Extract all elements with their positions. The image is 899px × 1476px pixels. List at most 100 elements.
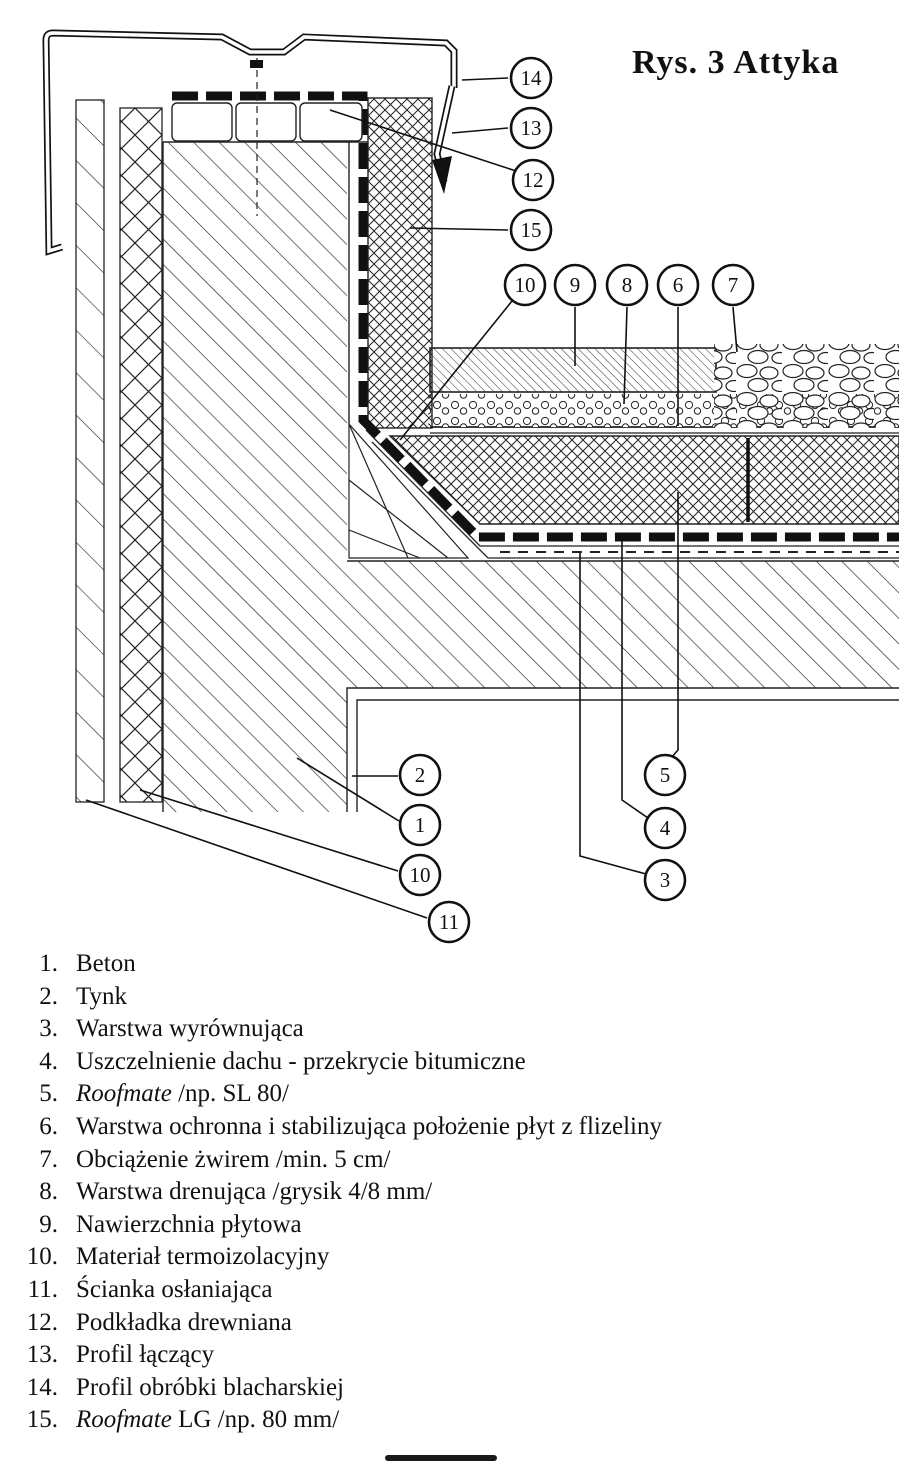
callout-number: 7 <box>728 273 739 297</box>
legend-item-number: 4. <box>39 1047 58 1075</box>
legend-item-number: 8. <box>39 1178 58 1206</box>
legend-item: 8. Warstwa drenująca /grysik 4/8 mm/ <box>0 1176 899 1209</box>
callout-circle <box>656 263 700 307</box>
callout-12: 12 <box>511 158 555 202</box>
legend-item-number: 12. <box>26 1308 58 1336</box>
callout-number: 2 <box>415 763 426 787</box>
legend-item-label: Roofmate LG /np. 80 mm/ <box>76 1406 340 1434</box>
legend-item-label: Obciążenie żwirem /min. 5 cm/ <box>76 1145 391 1173</box>
paving-slabs <box>429 347 717 393</box>
legend-item-label: Warstwa drenująca /grysik 4/8 mm/ <box>76 1178 433 1206</box>
legend-item: 14. Profil obróbki blacharskiej <box>0 1372 899 1405</box>
legend-item-label: Tynk <box>76 982 128 1010</box>
legend-item: 4. Uszczelnienie dachu - przekrycie bitu… <box>0 1046 899 1079</box>
legend-item-number: 1. <box>39 950 58 977</box>
wood-blocking <box>171 102 363 142</box>
callout-circle <box>398 803 442 847</box>
callout-circle <box>511 158 555 202</box>
callout-circle <box>553 263 597 307</box>
callout-13: 13 <box>509 106 553 150</box>
callout-2: 2 <box>398 753 442 797</box>
callout-4: 4 <box>643 806 687 850</box>
legend-item: 10. Materiał termoizolacyjny <box>0 1241 899 1274</box>
legend-item: 6. Warstwa ochronna i stabilizująca poło… <box>0 1111 899 1144</box>
legend-item-number: 13. <box>26 1341 58 1369</box>
callout-3: 3 <box>643 858 687 902</box>
callout-circle <box>398 753 442 797</box>
bituminous-membrane <box>172 91 899 542</box>
callout-number: 3 <box>660 868 671 892</box>
legend-item: 12. Podkładka drewniana <box>0 1307 899 1340</box>
callout-number: 6 <box>673 273 684 297</box>
legend-item: 15. Roofmate LG /np. 80 mm/ <box>0 1404 899 1437</box>
callout-8: 8 <box>605 263 649 307</box>
callout-circle <box>509 208 553 252</box>
callout-number: 10 <box>410 863 431 887</box>
callout-number: 9 <box>570 273 581 297</box>
legend-item-number: 2. <box>39 982 58 1010</box>
callout-circle <box>643 753 687 797</box>
concrete-structure <box>163 142 899 812</box>
legend-item-number: 5. <box>39 1080 58 1108</box>
callout-number: 15 <box>521 218 542 242</box>
legend-item-label: Ścianka osłaniająca <box>76 1275 273 1303</box>
legend-item: 13. Profil łączący <box>0 1339 899 1372</box>
callout-number: 11 <box>439 910 459 934</box>
shielding-wall <box>75 99 105 803</box>
connecting-profile <box>432 85 456 194</box>
legend: 1. Beton 2. Tynk 3. Warstwa wyrównująca … <box>0 948 899 1437</box>
callout-circle <box>509 106 553 150</box>
roofmate-board <box>388 435 899 525</box>
seam-clip <box>250 60 263 68</box>
callout-7: 7 <box>711 263 755 307</box>
legend-item-label: Profil obróbki blacharskiej <box>76 1373 344 1401</box>
technical-drawing: 14 13 12 15 10 9 <box>42 29 899 944</box>
legend-item: 1. Beton <box>0 948 899 981</box>
callout-circle <box>605 263 649 307</box>
outline-lines <box>162 141 899 812</box>
callout-circle <box>643 858 687 902</box>
callout-15: 15 <box>509 208 553 252</box>
legend-item-number: 9. <box>39 1210 58 1238</box>
callout-number: 13 <box>521 116 542 140</box>
callout-number: 5 <box>660 763 671 787</box>
callout-number: 12 <box>523 168 544 192</box>
thermal-insulation-layer <box>119 107 163 803</box>
callout-10-wall: 10 <box>398 853 442 897</box>
plaster-finish <box>356 699 899 812</box>
callout-number: 8 <box>622 273 633 297</box>
callout-number: 10 <box>515 273 536 297</box>
legend-item-label: Beton <box>76 950 136 977</box>
legend-item-label: Warstwa wyrównująca <box>76 1015 304 1043</box>
legend-item-number: 11. <box>27 1275 58 1303</box>
callout-11: 11 <box>427 900 471 944</box>
legend-item-number: 3. <box>39 1015 58 1043</box>
legend-item-label: Uszczelnienie dachu - przekrycie bitumic… <box>76 1047 526 1075</box>
callout-number: 1 <box>415 813 426 837</box>
callout-5: 5 <box>643 753 687 797</box>
callout-circle <box>398 853 442 897</box>
leveling-layer <box>365 429 899 559</box>
callout-14: 14 <box>509 56 553 100</box>
figure-title: Rys. 3 Attyka <box>632 44 840 81</box>
callout-number: 4 <box>660 816 671 840</box>
legend-item-label: Warstwa ochronna i stabilizująca położen… <box>76 1112 662 1140</box>
legend-item-number: 14. <box>26 1373 58 1401</box>
legend-item-number: 15. <box>26 1406 58 1434</box>
legend-item-number: 10. <box>26 1243 58 1271</box>
legend-item-label: Podkładka drewniana <box>76 1308 292 1336</box>
legend-item-label: Roofmate /np. SL 80/ <box>76 1080 289 1108</box>
gravel-ballast <box>714 344 899 428</box>
scan-artifact <box>385 1455 497 1461</box>
legend-item: 3. Warstwa wyrównująca <box>0 1013 899 1046</box>
coping-profile <box>42 29 458 256</box>
legend-item-number: 7. <box>39 1145 58 1173</box>
legend-item-label: Materiał termoizolacyjny <box>76 1243 330 1271</box>
roofmate-lg-insulation <box>367 97 433 429</box>
legend-item: 7. Obciążenie żwirem /min. 5 cm/ <box>0 1144 899 1177</box>
callout-circle <box>503 263 547 307</box>
callout-circle <box>643 806 687 850</box>
callout-circle <box>509 56 553 100</box>
leader-lines <box>85 77 738 919</box>
